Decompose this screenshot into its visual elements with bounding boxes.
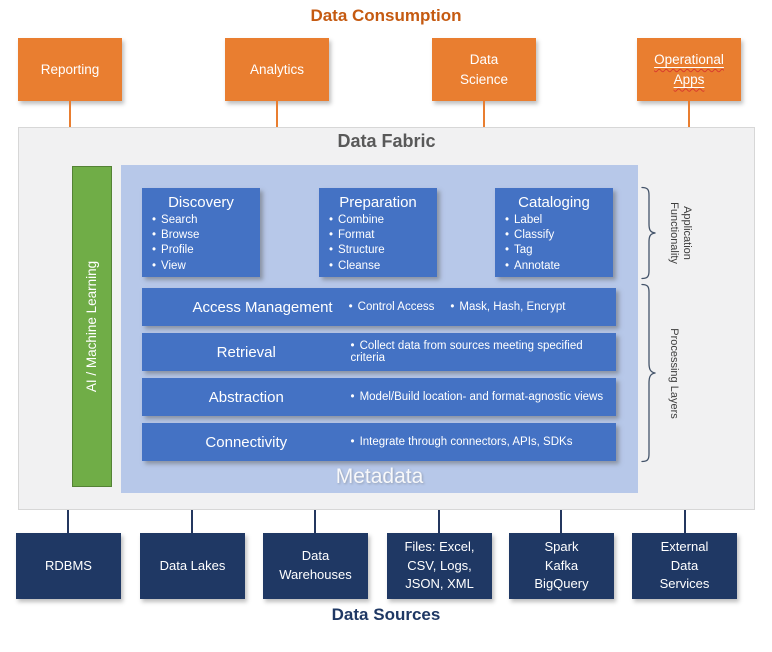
processing-layers-label: Processing Layers <box>667 327 680 419</box>
layer-title: Connectivity <box>205 433 288 451</box>
app-box-item: Annotate <box>495 259 613 274</box>
application-functionality-label: Application Functionality <box>668 202 694 264</box>
consumption-box-operational-apps: Operational Apps <box>637 38 741 101</box>
app-box-item: Search <box>142 213 260 228</box>
app-box-item: Format <box>319 228 437 243</box>
app-box-item: Profile <box>142 243 260 258</box>
data-sources-title: Data Sources <box>331 605 441 624</box>
source-box-external-data-services: External Data Services <box>632 533 737 599</box>
app-box-item: View <box>142 259 260 274</box>
layer-title: Access Management <box>192 298 333 316</box>
app-box-item: Label <box>495 213 613 228</box>
layer-bullet: Integrate through connectors, APIs, SDKs <box>351 436 616 448</box>
consumption-box-label: Data <box>469 51 499 67</box>
layer-title: Abstraction <box>208 388 284 406</box>
data-consumption-title: Data Consumption <box>310 6 462 25</box>
layer-bullet: Control Access <box>349 301 435 313</box>
app-box-title: Cataloging <box>518 194 590 211</box>
connector-line <box>438 510 440 534</box>
layer-bullet: Collect data from sources meeting specif… <box>351 340 616 364</box>
layer-row-access-management: Access Management Control Access Mask, H… <box>142 288 616 326</box>
source-box-rdbms: RDBMS <box>16 533 121 599</box>
app-box-item: Tag <box>495 243 613 258</box>
ai-machine-learning-bar: AI / Machine Learning <box>72 166 112 487</box>
layer-bullet: Model/Build location- and format-agnosti… <box>351 391 616 403</box>
connector-line <box>483 101 485 128</box>
layer-title: Retrieval <box>216 343 276 361</box>
ai-machine-learning-label: AI / Machine Learning <box>84 260 100 393</box>
connector-line <box>684 510 686 534</box>
app-box-item: Structure <box>319 243 437 258</box>
app-box-item: Cleanse <box>319 259 437 274</box>
consumption-box-label: Reporting <box>40 61 100 77</box>
connector-line <box>69 101 71 128</box>
consumption-box-analytics: Analytics <box>225 38 329 101</box>
layer-row-retrieval: Retrieval Collect data from sources meet… <box>142 333 616 371</box>
consumption-box-label: Apps <box>673 71 705 87</box>
source-box-spark-kafka-bigquery: Spark Kafka BigQuery <box>509 533 614 599</box>
connector-line <box>276 101 278 128</box>
connector-line <box>191 510 193 534</box>
consumption-box-label: Analytics <box>249 61 305 77</box>
source-box-data-lakes: Data Lakes <box>140 533 245 599</box>
consumption-box-reporting: Reporting <box>18 38 122 101</box>
consumption-box-label: Science <box>459 71 509 87</box>
source-box-data-warehouses: Data Warehouses <box>263 533 368 599</box>
connector-line <box>688 101 690 128</box>
layer-row-connectivity: Connectivity Integrate through connector… <box>142 423 616 461</box>
connector-line <box>67 510 69 534</box>
source-box-files: Files: Excel, CSV, Logs, JSON, XML <box>387 533 492 599</box>
app-box-item: Combine <box>319 213 437 228</box>
app-box-discovery: Discovery Search Browse Profile View <box>142 188 260 277</box>
connector-line <box>560 510 562 534</box>
metadata-label: Metadata <box>335 465 424 488</box>
data-fabric-title: Data Fabric <box>337 131 436 151</box>
app-box-item: Classify <box>495 228 613 243</box>
connector-line <box>314 510 316 534</box>
app-box-preparation: Preparation Combine Format Structure Cle… <box>319 188 437 277</box>
app-box-title: Preparation <box>339 194 417 211</box>
layer-bullet: Mask, Hash, Encrypt <box>450 301 565 313</box>
layer-row-abstraction: Abstraction Model/Build location- and fo… <box>142 378 616 416</box>
consumption-box-data-science: Data Science <box>432 38 536 101</box>
consumption-box-label: Operational <box>654 51 724 67</box>
app-box-item: Browse <box>142 228 260 243</box>
app-box-cataloging: Cataloging Label Classify Tag Annotate <box>495 188 613 277</box>
application-functionality-brace <box>641 186 656 280</box>
processing-layers-brace <box>641 283 656 463</box>
app-box-title: Discovery <box>168 194 234 211</box>
